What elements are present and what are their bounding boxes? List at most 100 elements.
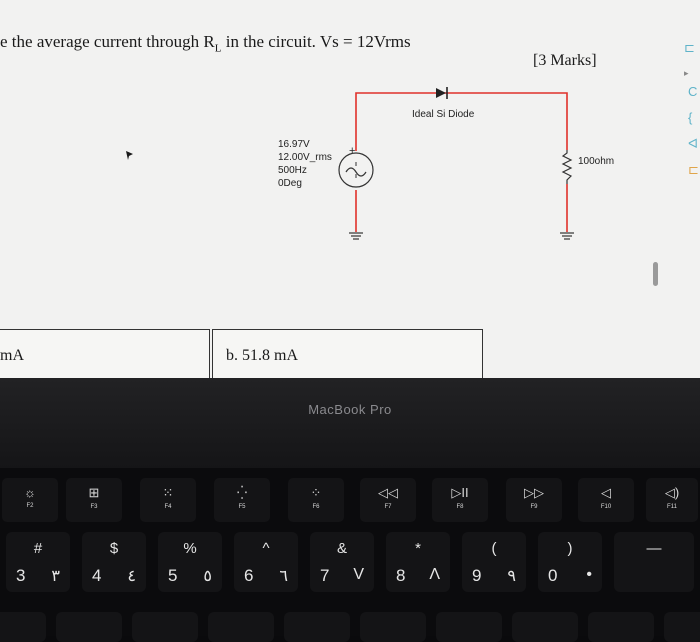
source-label-peak: 16.97V xyxy=(278,139,310,150)
fkey-f7[interactable]: ◁◁ F7 xyxy=(360,478,416,522)
key-symbol: ( xyxy=(491,540,497,557)
fkey-f2[interactable]: ☼ F2 xyxy=(2,478,58,522)
fkey-icon: ⁙ xyxy=(162,485,174,500)
key-alt-char: ٥ xyxy=(203,568,212,585)
question-text-post: in the circuit. Vs = 12Vrms xyxy=(221,32,411,51)
fkey-label: F4 xyxy=(164,504,172,510)
fkey-icon: ◁◁ xyxy=(378,485,398,500)
key-t[interactable] xyxy=(284,612,350,642)
top-wire xyxy=(355,92,568,151)
toolbar-icon-1[interactable]: ⊏ xyxy=(684,40,695,55)
key-number: 3 xyxy=(16,566,26,585)
resistor-symbol xyxy=(561,150,573,184)
key-number: 8 xyxy=(396,566,406,585)
key-o[interactable] xyxy=(588,612,654,642)
question-text: e the average current through RL in the … xyxy=(0,32,411,54)
fkey-label: F2 xyxy=(26,503,34,509)
ground-symbol-left xyxy=(349,232,363,240)
fkey-icon: ⊞ xyxy=(88,485,100,500)
diode-label: Ideal Si Diode xyxy=(412,109,475,120)
fkey-f10[interactable]: ◁F10 xyxy=(578,478,634,522)
number-key-minus[interactable]: — xyxy=(614,532,694,592)
key-number: 4 xyxy=(92,566,102,585)
key-symbol: % xyxy=(183,540,197,557)
key-r[interactable] xyxy=(208,612,274,642)
option-b-box[interactable] xyxy=(212,329,483,378)
number-key-5[interactable]: % 5 ٥ xyxy=(158,532,222,592)
key-number: 7 xyxy=(320,566,330,585)
fkey-f6[interactable]: ⁘ F6 xyxy=(288,478,344,522)
key-i[interactable] xyxy=(512,612,578,642)
question-text-pre: e the average current through R xyxy=(0,32,215,51)
browser-screen: e the average current through RL in the … xyxy=(0,0,700,378)
number-key-9[interactable]: (9 ٩ xyxy=(462,532,526,592)
fkey-label: F10 xyxy=(600,504,612,510)
source-label-phase: 0Deg xyxy=(278,178,302,189)
key-w[interactable] xyxy=(56,612,122,642)
key-symbol: $ xyxy=(109,540,119,557)
diode-symbol xyxy=(436,87,448,99)
number-key-3[interactable]: #3 ٣ xyxy=(6,532,70,592)
fkey-icon: ☼ xyxy=(24,485,36,500)
key-q[interactable] xyxy=(0,612,46,642)
ac-source-symbol xyxy=(338,152,374,188)
fkey-label: F11 xyxy=(667,504,677,510)
toolbar-icon-4[interactable]: ᐊ xyxy=(688,136,698,151)
circuit-diagram xyxy=(126,87,574,240)
chevron-right-icon[interactable]: ▸ xyxy=(684,68,689,78)
laptop-bezel xyxy=(0,378,700,468)
fkey-icon: ◁) xyxy=(664,485,680,500)
key-symbol: ) xyxy=(567,540,573,557)
fkey-label: F3 xyxy=(90,504,98,510)
key-y[interactable] xyxy=(360,612,426,642)
key-symbol: & xyxy=(336,540,347,557)
key-alt-char: ٩ xyxy=(507,568,516,585)
fkey-label: F6 xyxy=(312,504,320,510)
question-subscript: L xyxy=(214,42,222,55)
key-number: 5 xyxy=(168,566,178,585)
number-key-0[interactable]: )0• xyxy=(538,532,602,592)
key-u[interactable] xyxy=(436,612,502,642)
marks-label: [3 Marks] xyxy=(533,52,597,69)
source-label-rms: 12.00V_rms xyxy=(278,152,332,163)
mouse-cursor-icon xyxy=(126,151,133,160)
option-a-box[interactable] xyxy=(0,329,210,378)
source-label-freq: 500Hz xyxy=(278,165,307,176)
option-a-text[interactable]: mA xyxy=(0,347,24,364)
fkey-label: F7 xyxy=(384,504,392,510)
fkey-f3[interactable]: ⊞ F3 xyxy=(66,478,122,522)
key-alt-char: ٦ xyxy=(279,568,288,585)
fkey-icon: ⁘ xyxy=(310,485,322,500)
key-number: 0 xyxy=(548,566,558,585)
fkey-label: F9 xyxy=(530,504,538,510)
right-toolbar: ⊏ ▸ C { ᐊ ⊏ xyxy=(676,40,700,240)
resistor-label: 100ohm xyxy=(578,156,615,167)
key-number: 9 xyxy=(472,566,482,585)
option-b-text[interactable]: b. 51.8 mA xyxy=(226,347,298,364)
number-key-7[interactable]: &7 V xyxy=(310,532,374,592)
source-plus-sign: + xyxy=(349,145,356,157)
fkey-label: F5 xyxy=(238,504,246,510)
scrollbar-thumb[interactable] xyxy=(653,262,658,286)
laptop-brand: MacBook Pro xyxy=(308,402,392,417)
key-p[interactable] xyxy=(664,612,700,642)
fkey-f5[interactable]: ⁛F5 xyxy=(214,478,270,522)
key-alt-char: ٣ xyxy=(51,568,60,585)
toolbar-icon-3[interactable]: { xyxy=(688,110,693,125)
key-alt-char: ٤ xyxy=(127,568,136,585)
number-key-4[interactable]: $4 ٤ xyxy=(82,532,146,592)
fkey-f11[interactable]: ◁) F11 xyxy=(646,478,698,522)
toolbar-icon-5[interactable]: ⊏ xyxy=(688,162,699,177)
key-alt-char: V xyxy=(353,566,364,583)
fkey-f9[interactable]: ▷▷F9 xyxy=(506,478,562,522)
fkey-f4[interactable]: ⁙ F4 xyxy=(140,478,196,522)
key-symbol: — xyxy=(646,540,662,557)
toolbar-icon-2[interactable]: C xyxy=(688,84,698,99)
ground-symbol-right xyxy=(560,232,574,240)
key-symbol: ^ xyxy=(262,540,270,557)
key-symbol: # xyxy=(33,540,43,557)
key-e[interactable] xyxy=(132,612,198,642)
